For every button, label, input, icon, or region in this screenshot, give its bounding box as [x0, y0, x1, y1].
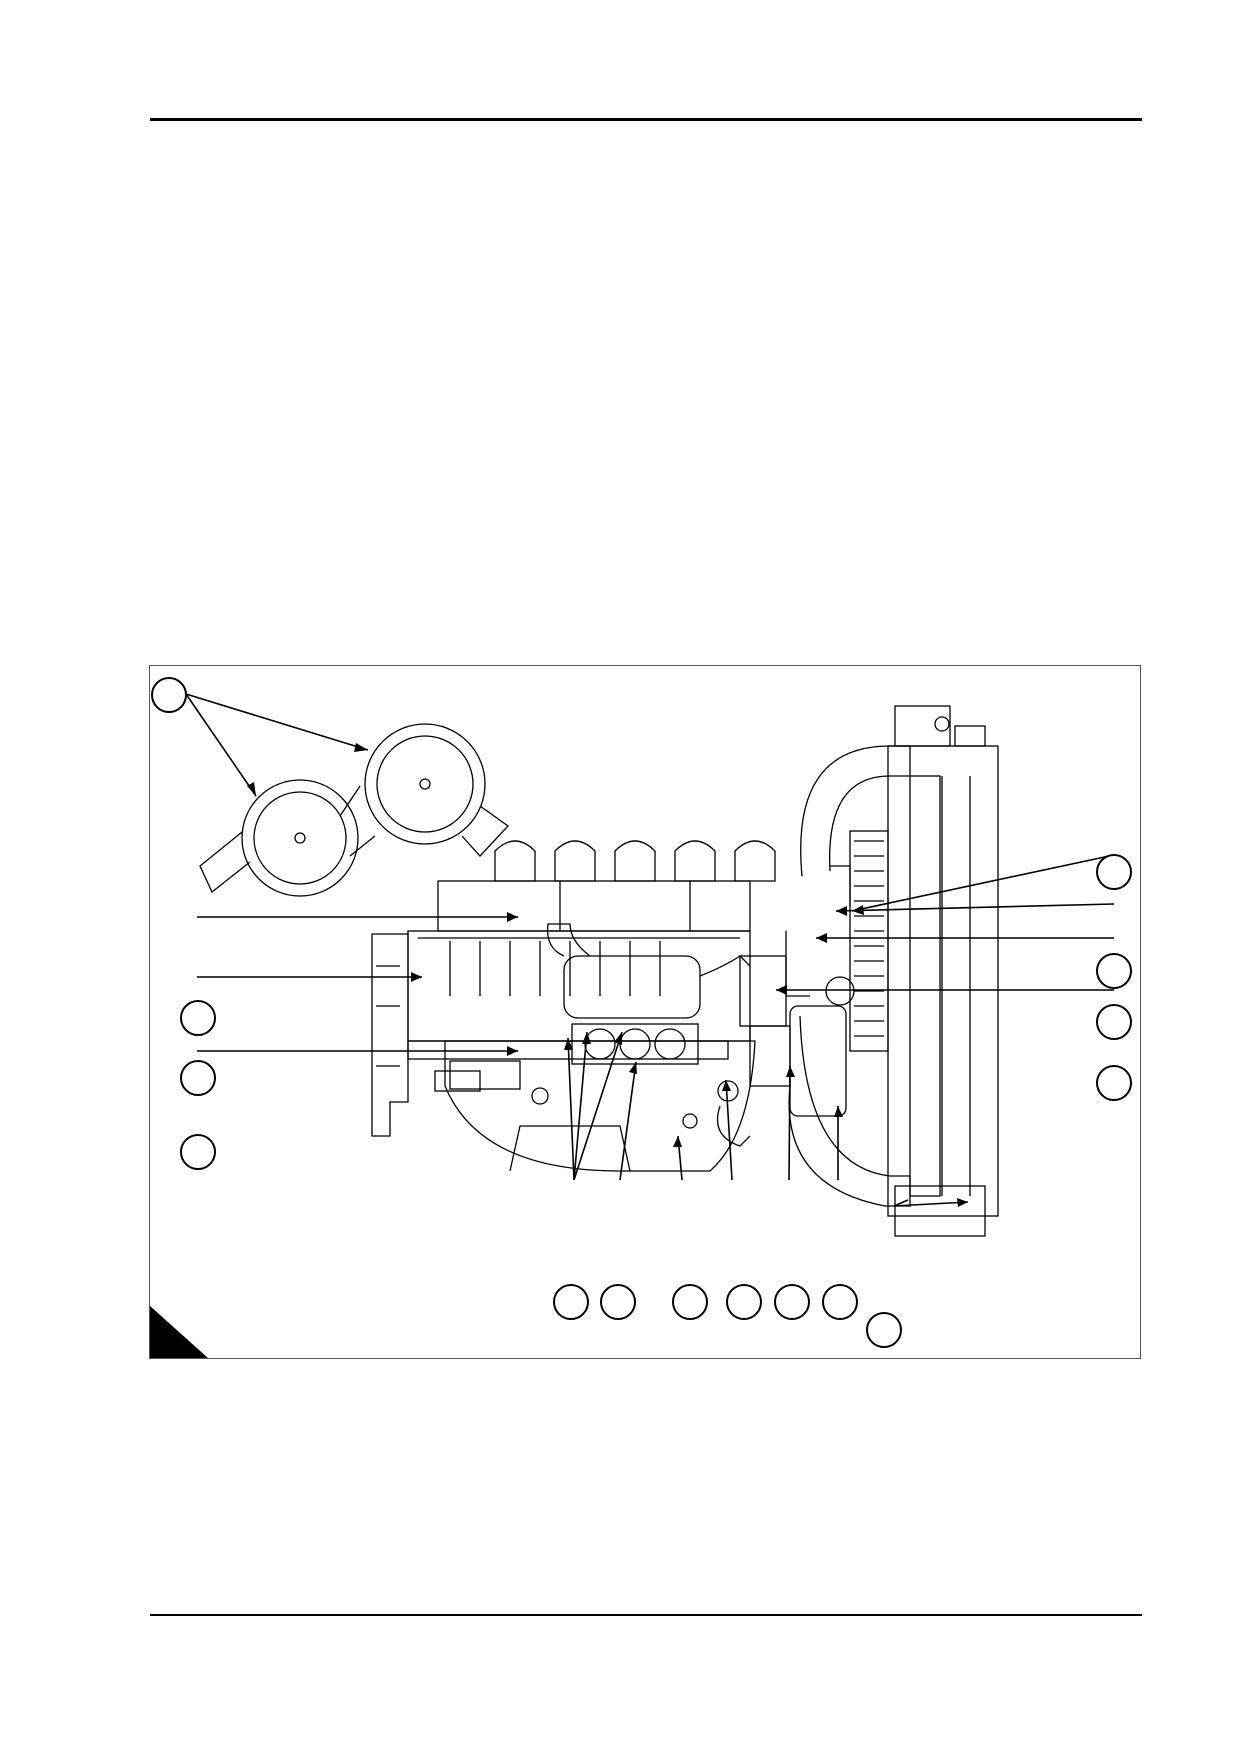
callout-circle-13: [1096, 953, 1132, 989]
callout-circle-12: [1096, 854, 1132, 890]
engine-body: [371, 705, 999, 1237]
engine-figure: [149, 665, 1141, 1359]
callout-circle-5: [553, 1284, 589, 1320]
header-rule: [150, 118, 1142, 121]
callout-circle-4: [180, 1134, 216, 1170]
callout-circle-10: [822, 1284, 858, 1320]
callout-circle-7: [672, 1284, 708, 1320]
callout-circle-11: [866, 1312, 902, 1348]
callout-circle-6: [600, 1284, 636, 1320]
callout-leaders: [185, 693, 1115, 1207]
callout-circle-3: [180, 1060, 216, 1096]
callout-arrowheads: [247, 743, 968, 1207]
corner-triangle-mark: [150, 1306, 208, 1358]
callout-circle-15: [1096, 1065, 1132, 1101]
callout-circle-1: [151, 677, 187, 713]
footer-rule: [150, 1614, 1142, 1616]
callout-circle-8: [726, 1284, 762, 1320]
engine-drawing: [185, 693, 1115, 1237]
callout-circle-14: [1096, 1004, 1132, 1040]
callout-circle-9: [774, 1284, 810, 1320]
air-cleaners: [199, 723, 509, 897]
callout-circle-2: [180, 1000, 216, 1036]
